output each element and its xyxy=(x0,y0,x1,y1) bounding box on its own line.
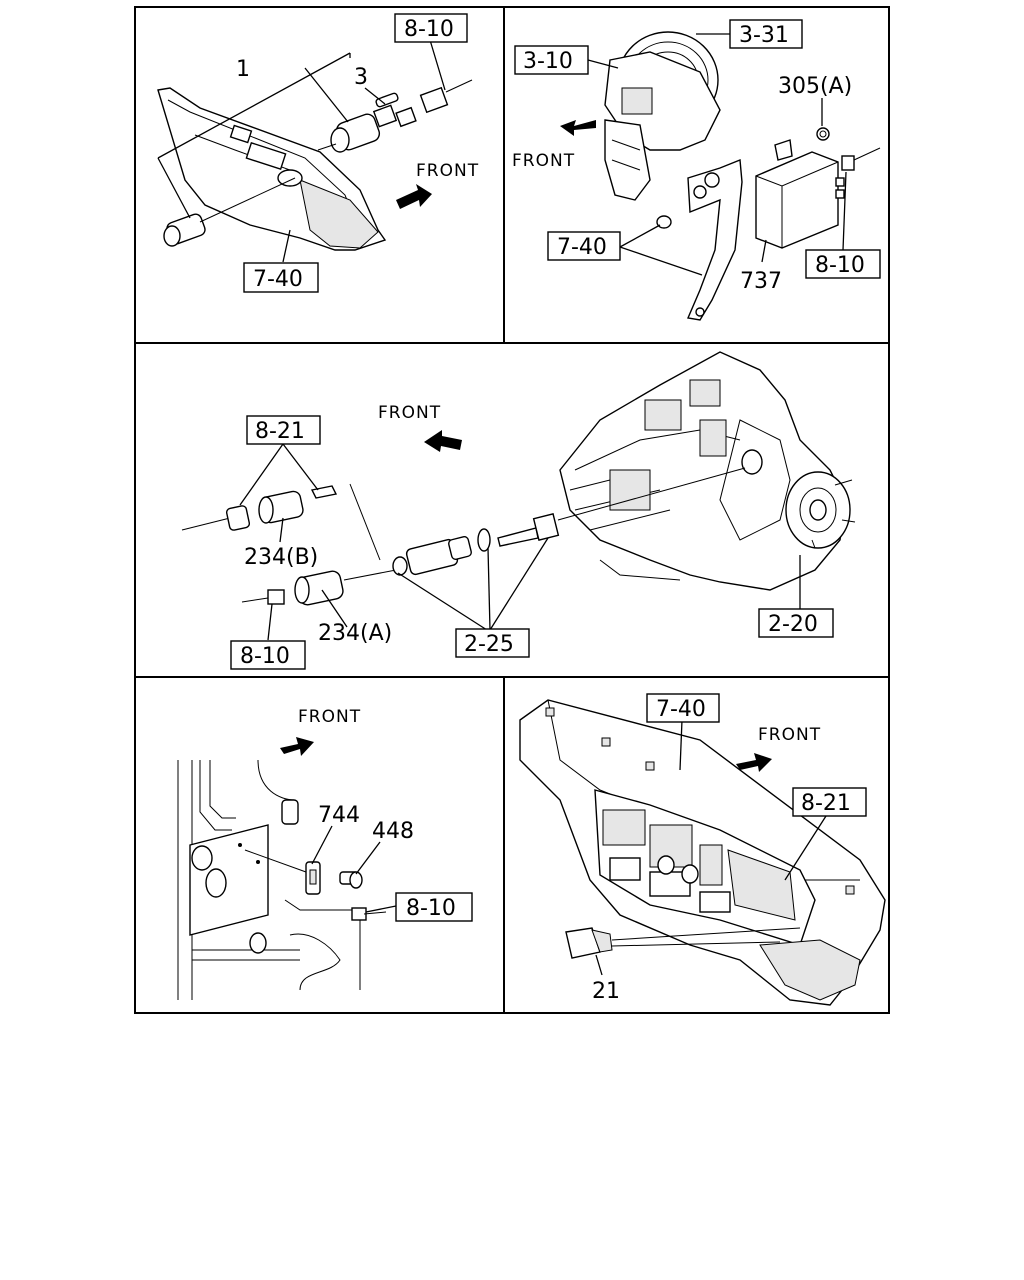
dashboard-drawing xyxy=(519,699,886,1006)
bezel-drawing xyxy=(157,87,387,251)
callout-234b: 234(B) xyxy=(244,545,318,570)
diagram-frame xyxy=(134,6,890,1014)
callout-234a: 234(A) xyxy=(318,621,392,646)
callout-21: 21 xyxy=(592,979,620,1004)
dash-switch-drawing xyxy=(565,927,801,959)
front-label: FRONT xyxy=(416,161,479,181)
callout-box-8-10: 8-10 xyxy=(240,644,290,669)
door-switch-drawing xyxy=(305,861,387,921)
callout-box xyxy=(729,19,803,49)
callout-box-8-10: 8-10 xyxy=(815,253,865,278)
front-arrow-icon xyxy=(560,120,596,136)
callout-box xyxy=(758,608,834,638)
callout-box-2-20: 2-20 xyxy=(768,612,818,637)
panel-brake-booster-unit: FRONT 3-31 3-10 305(A) 7-40 8-10 737 xyxy=(512,19,881,321)
callout-box xyxy=(395,892,473,922)
front-label: FRONT xyxy=(378,403,441,423)
mid-leader-lines xyxy=(239,443,801,641)
callout-1: 1 xyxy=(236,57,250,82)
callout-box xyxy=(805,249,881,279)
callout-box xyxy=(394,13,468,43)
callout-box-8-21: 8-21 xyxy=(801,791,851,816)
tl-leader-lines xyxy=(157,39,446,263)
callout-box xyxy=(230,640,306,670)
callout-box xyxy=(243,262,319,293)
callout-box xyxy=(547,231,621,261)
callout-box-8-10: 8-10 xyxy=(406,896,456,921)
switch-drawing xyxy=(317,79,473,153)
callout-box-3-10: 3-10 xyxy=(523,49,573,74)
callout-box-2-25: 2-25 xyxy=(464,632,514,657)
front-arrow-icon xyxy=(396,184,432,209)
callout-box-8-21: 8-21 xyxy=(255,419,305,444)
front-label: FRONT xyxy=(758,725,821,745)
panel-instrument-panel-switch: FRONT 1 3 8-10 7-40 xyxy=(157,13,479,293)
front-arrow-icon xyxy=(736,753,772,772)
front-label: FRONT xyxy=(298,707,361,727)
callout-737: 737 xyxy=(740,269,782,294)
callout-448: 448 xyxy=(372,819,414,844)
panel-dashboard-switch: FRONT 7-40 8-21 21 xyxy=(519,693,886,1006)
front-arrow-icon xyxy=(424,430,462,452)
callout-3: 3 xyxy=(354,65,368,90)
booster-drawing xyxy=(604,31,721,201)
tr-leader-lines xyxy=(587,33,847,276)
callout-744: 744 xyxy=(318,803,360,828)
panel-door-pillar-switch: FRONT 744 448 8-10 xyxy=(177,707,473,1000)
control-unit-drawing xyxy=(755,127,881,249)
callout-box-3-31: 3-31 xyxy=(739,23,789,48)
callout-305a: 305(A) xyxy=(778,74,852,99)
transfer-case-drawing xyxy=(559,351,856,591)
panel-transfer-case-sensor: FRONT 8-21 234(B) 234(A) 2-25 2-20 8-10 xyxy=(181,351,856,670)
bl-leader-lines xyxy=(311,825,397,913)
callout-box xyxy=(646,693,720,723)
callout-box-7-40: 7-40 xyxy=(557,235,607,260)
callout-box-8-10: 8-10 xyxy=(404,17,454,42)
callout-box-7-40: 7-40 xyxy=(656,697,706,722)
callout-box-7-40: 7-40 xyxy=(253,267,303,292)
callout-box xyxy=(455,628,530,658)
br-leader-lines xyxy=(595,719,827,976)
front-arrow-icon xyxy=(280,737,314,756)
front-label: FRONT xyxy=(512,151,575,171)
pillar-drawing xyxy=(177,759,361,1000)
bracket-drawing xyxy=(656,159,743,321)
callout-box xyxy=(792,787,867,817)
callout-box xyxy=(514,45,589,75)
callout-box xyxy=(246,415,321,445)
sensor-parts-drawing xyxy=(181,467,746,606)
knob-drawing xyxy=(163,177,296,247)
